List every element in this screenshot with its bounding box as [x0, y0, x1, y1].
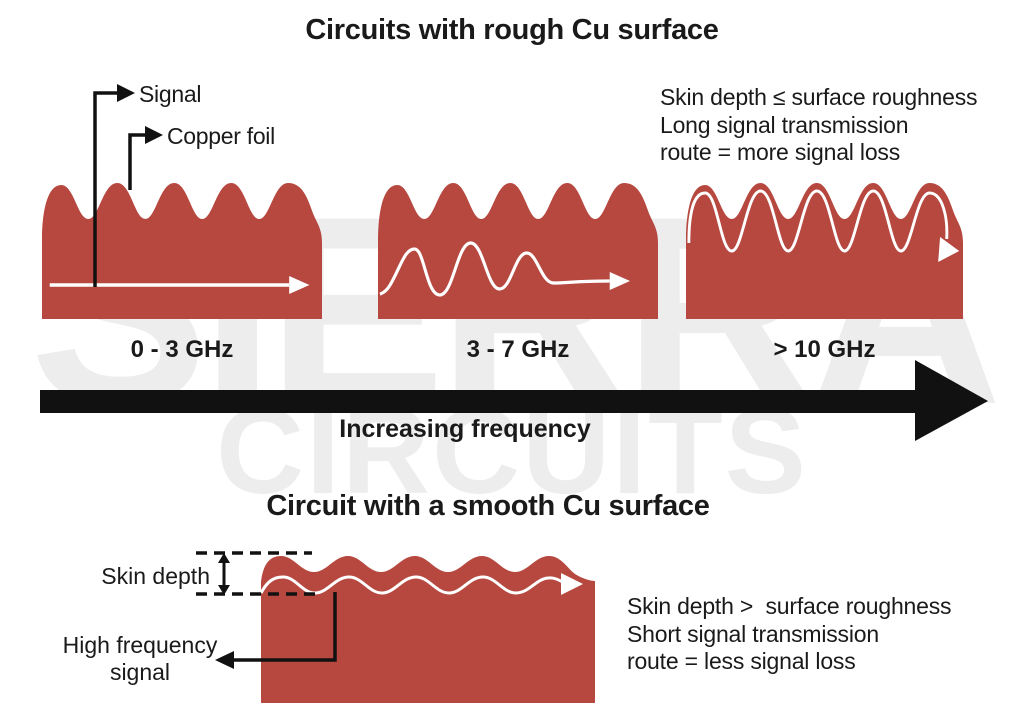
high-frequency-label-line-2: signal	[109, 659, 171, 685]
rough-surface-note: Skin depth ≤ surface roughness Long sign…	[660, 84, 978, 167]
copper-foil-shape	[686, 183, 963, 319]
rough-note-line-3: route = more signal loss	[660, 139, 901, 165]
wavy-signal-line	[379, 241, 610, 297]
copper-foil-shape	[378, 183, 658, 319]
increasing-frequency-label: Increasing frequency	[339, 415, 591, 443]
copper-block-low-freq	[42, 183, 322, 319]
smooth-note-line-2: Short signal transmission	[627, 620, 879, 647]
smooth-note-line-1: Skin depth > surface roughness	[627, 593, 952, 619]
smooth-section-title: Circuit with a smooth Cu surface	[266, 490, 710, 522]
smooth-note-line-3: route = less signal loss	[627, 648, 856, 674]
rough-note-line-1: Skin depth ≤ surface roughness	[660, 84, 978, 110]
signal-arrowhead-icon	[609, 272, 630, 290]
copper-block-mid-freq	[378, 183, 658, 319]
frequency-band-low: 0 - 3 GHz	[130, 336, 234, 363]
copper-foil-label: Copper foil	[167, 123, 275, 149]
skin-depth-measure-arrow	[218, 553, 230, 595]
skin-depth-label: Skin depth	[101, 563, 210, 589]
smooth-surface-note: Skin depth > surface roughness Short sig…	[627, 593, 952, 676]
high-frequency-signal-label: High frequency signal	[35, 632, 245, 686]
rough-section-title: Circuits with rough Cu surface	[305, 14, 719, 46]
signal-label: Signal	[139, 81, 202, 107]
frequency-band-mid: 3 - 7 GHz	[466, 336, 570, 363]
signal-arrowhead-icon	[289, 276, 310, 294]
skin-signal-line	[261, 575, 567, 595]
copper-block-high-freq	[686, 183, 963, 319]
rough-note-line-2: Long signal transmission	[660, 111, 909, 138]
signal-callout-arrowhead-icon	[117, 84, 135, 102]
frequency-band-high: > 10 GHz	[773, 336, 876, 363]
high-frequency-label-line-1: High frequency	[62, 632, 218, 658]
signal-arrowhead-icon	[938, 237, 960, 262]
copper-foil-callout-arrowhead-icon	[145, 126, 163, 144]
copper-foil-shape	[42, 183, 322, 319]
smooth-copper-block	[261, 556, 595, 703]
contour-signal-line	[687, 189, 949, 253]
signal-arrowhead-icon	[561, 573, 583, 595]
